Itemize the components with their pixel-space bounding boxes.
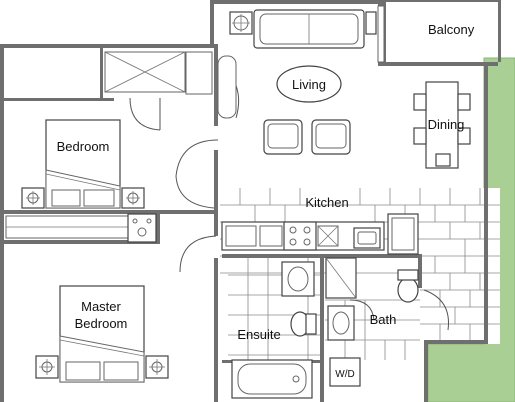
bedroom-label: Bedroom <box>57 139 110 154</box>
sink-icon <box>353 227 381 249</box>
living-window <box>217 55 237 119</box>
lamp-icon <box>229 11 253 35</box>
bedroom-closet <box>104 51 213 95</box>
coffee-table <box>276 65 342 103</box>
balcony-door <box>377 5 385 63</box>
kitchen-counter-right <box>317 225 339 247</box>
bath-label: Bath <box>370 312 397 327</box>
bed-icon <box>45 119 121 209</box>
master-bedroom-label-line2: Bedroom <box>75 316 128 331</box>
balcony-label: Balcony <box>428 22 475 37</box>
stove-icon <box>127 213 157 243</box>
bathtub-icon <box>231 359 313 399</box>
sink-icon <box>327 305 355 341</box>
master-nightstands <box>35 355 169 379</box>
kitchen-label: Kitchen <box>305 195 348 210</box>
kitchen-tile-floor <box>220 188 500 344</box>
lamp-icon <box>365 11 377 35</box>
toilet-icon <box>397 269 419 303</box>
washer-dryer-label: W/D <box>335 369 354 380</box>
living-label: Living <box>292 77 326 92</box>
dining-label: Dining <box>428 117 465 132</box>
bed-icon <box>59 285 145 383</box>
walls <box>0 0 501 402</box>
toilet-icon <box>290 311 317 337</box>
dining-table-icon <box>413 81 471 169</box>
master-bedroom-label-line1: Master <box>81 299 121 314</box>
washer-dryer <box>329 357 361 387</box>
refrigerator-icon <box>387 213 419 255</box>
ensuite-label: Ensuite <box>237 327 280 342</box>
armchair-icon <box>311 119 351 155</box>
armchair-icon <box>263 119 303 155</box>
sofa-icon <box>253 9 365 49</box>
stove-icon <box>283 221 317 251</box>
shower-icon <box>325 257 357 299</box>
bedroom-nightstands <box>21 187 145 209</box>
sink-icon <box>281 261 315 297</box>
